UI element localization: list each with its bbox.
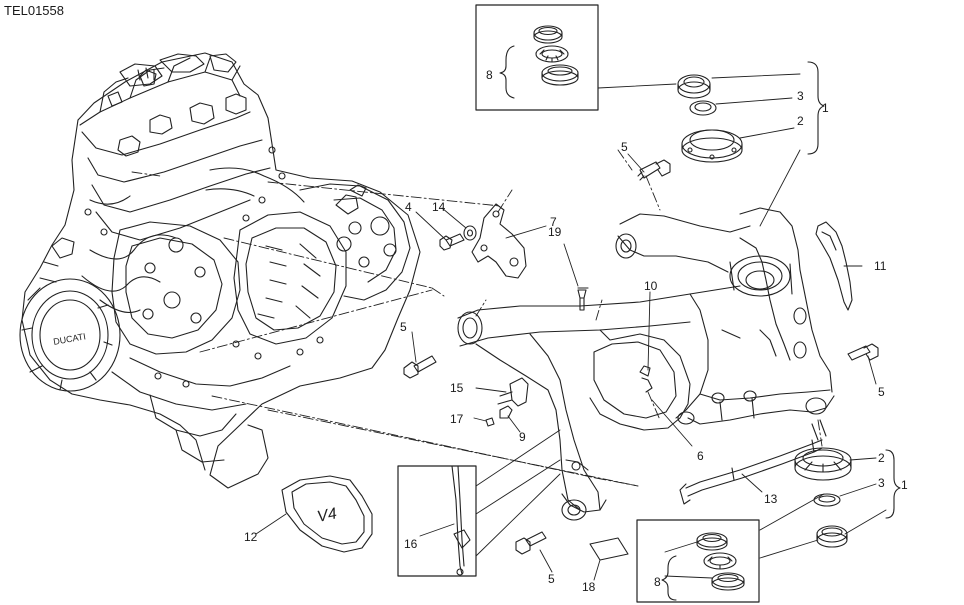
engine-illustration <box>19 52 421 489</box>
callout-2-bottom: 2 <box>878 451 885 465</box>
callout-6: 6 <box>697 449 704 463</box>
callout-5-b: 5 <box>400 320 407 334</box>
callout-13: 13 <box>764 492 778 506</box>
leader-lines <box>255 73 887 581</box>
callout-5-a: 5 <box>621 140 628 154</box>
seal-kit-detail-box-bottom <box>636 519 760 603</box>
callout-5-d: 5 <box>548 572 555 586</box>
callout-15: 15 <box>450 381 464 395</box>
frame-illustration <box>457 207 835 521</box>
callout-11: 11 <box>874 259 887 273</box>
callout-14: 14 <box>432 200 446 214</box>
callout-8-bottom: 8 <box>654 575 661 589</box>
callout-7: 7 <box>550 215 557 229</box>
cover-logo: V4 <box>316 505 339 526</box>
callout-8-top: 8 <box>486 68 493 82</box>
lower-bearing-assembly <box>794 447 852 548</box>
drawing-code: TEL01558 <box>4 3 64 18</box>
assembly-lines <box>131 149 823 487</box>
callout-16: 16 <box>404 537 418 551</box>
callout-19: 19 <box>548 225 562 239</box>
callout-18: 18 <box>582 580 596 594</box>
callout-17: 17 <box>450 412 464 426</box>
callout-3-bottom: 3 <box>878 476 885 490</box>
callout-12: 12 <box>244 530 258 544</box>
callout-9: 9 <box>519 430 526 444</box>
callout-1-top: 1 <box>822 101 829 115</box>
callout-10: 10 <box>644 279 658 293</box>
fasteners <box>281 159 879 576</box>
callout-3-top: 3 <box>797 89 804 103</box>
cable-tie-detail-box <box>397 465 477 577</box>
callout-2-top: 2 <box>797 114 804 128</box>
seal-kit-detail-box-top <box>475 4 599 111</box>
callout-5-c: 5 <box>878 385 885 399</box>
callout-4: 4 <box>405 200 412 214</box>
upper-bearing-assembly <box>677 74 743 163</box>
callout-1-bottom: 1 <box>901 478 908 492</box>
engine-cover-logo: DUCATI <box>52 331 86 347</box>
